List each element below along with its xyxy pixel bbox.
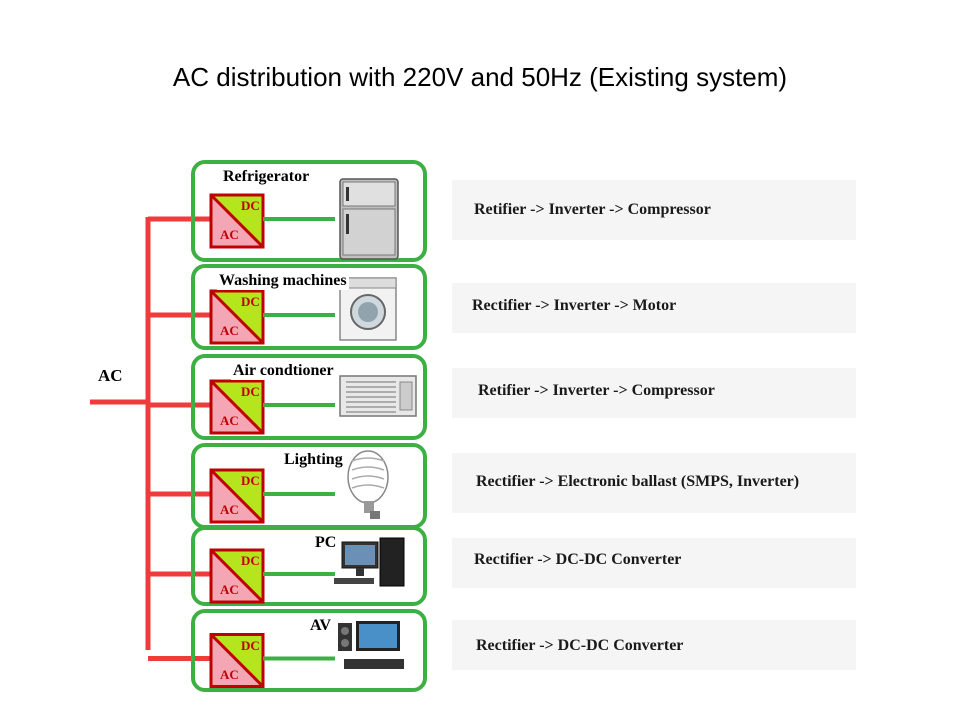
ac-source-label: AC	[98, 366, 123, 385]
converter-diagonal	[209, 633, 265, 688]
light-bulb-icon	[347, 450, 389, 519]
converter-diagonal	[209, 548, 265, 604]
converter-diagonal	[209, 289, 265, 345]
appliance-box	[191, 609, 427, 692]
slide-title: AC distribution with 220V and 50Hz (Exis…	[172, 62, 788, 92]
description-panels	[452, 180, 856, 670]
converter-ac-label: AC	[220, 502, 239, 517]
appliance-box	[191, 354, 427, 440]
appliance-row	[148, 609, 427, 692]
converter-ac-label: AC	[220, 666, 239, 682]
converter-dc-label: DC	[241, 198, 260, 213]
converter-ac-label: AC	[220, 227, 239, 242]
appliance-box	[191, 264, 427, 350]
tv-icon	[338, 621, 404, 669]
appliance-label: Refrigerator	[221, 168, 312, 186]
converter-dc-label: DC	[241, 637, 260, 653]
conversion-chain-text: Rectifier -> Inverter -> Motor	[472, 297, 677, 314]
washing-machine-icon	[339, 277, 397, 341]
converter-dc-label: DC	[241, 294, 260, 309]
converter-ac-label: AC	[220, 413, 239, 428]
conversion-chain-text: Rectifier -> Electronic ballast (SMPS, I…	[476, 473, 800, 490]
converter-ac-label: AC	[220, 582, 239, 597]
converter-diagonal	[209, 379, 265, 435]
appliance-row	[148, 354, 427, 440]
pc-icon	[334, 537, 405, 587]
appliance-label: Washing machines	[217, 272, 349, 290]
appliance-row	[148, 264, 427, 350]
appliance-row	[148, 526, 427, 606]
appliance-label: Air condtioner	[231, 362, 336, 380]
appliance-label: Lighting	[282, 451, 345, 469]
conversion-chain-text: Rectifier -> DC-DC Converter	[476, 637, 684, 654]
appliance-label: AV	[308, 617, 334, 635]
air-conditioner-icon	[339, 375, 417, 417]
converter-dc-label: DC	[241, 473, 260, 488]
appliance-box	[191, 160, 427, 262]
converter-dc-label: DC	[241, 553, 260, 568]
conversion-chain-text: Rectifier -> DC-DC Converter	[474, 551, 682, 568]
converter-diagonal	[209, 193, 265, 249]
refrigerator-icon	[339, 178, 399, 260]
conversion-chain-text: Retifier -> Inverter -> Compressor	[478, 382, 715, 399]
appliance-row	[148, 160, 427, 262]
appliance-box	[191, 526, 427, 606]
converter-diagonal	[209, 468, 265, 524]
converter-dc-label: DC	[241, 384, 260, 399]
conversion-chain-text: Retifier -> Inverter -> Compressor	[474, 201, 711, 218]
appliance-label: PC	[313, 534, 339, 552]
converter-ac-label: AC	[220, 323, 239, 338]
